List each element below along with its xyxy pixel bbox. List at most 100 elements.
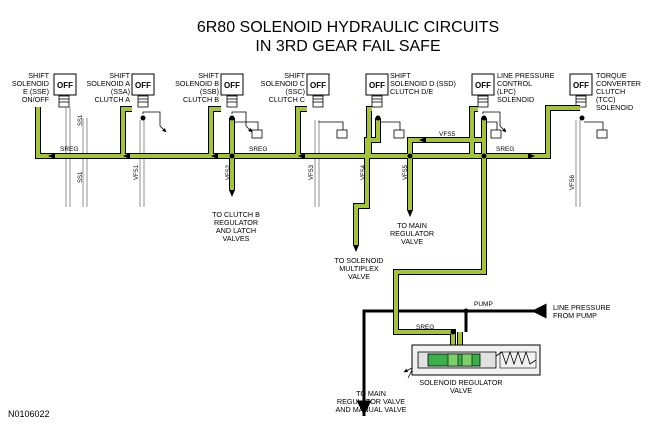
svg-text:TO CLUTCH B: TO CLUTCH B [212, 210, 260, 219]
label-sreg-right: SREG [496, 146, 514, 153]
svg-text:SOLENOID D (SSD): SOLENOID D (SSD) [390, 79, 456, 88]
svg-text:FROM PUMP: FROM PUMP [553, 311, 597, 320]
flow-arrows [48, 115, 585, 335]
solenoid-sse: OFF [53, 73, 77, 108]
horizontal-circuit-labels: SREG SREG SREG VFS5 SREG PUMP [60, 131, 514, 331]
svg-text:VALVE: VALVE [348, 272, 370, 281]
solenoid-regulator-label: SOLENOID REGULATOR VALVE [419, 378, 502, 395]
exhaust-details [142, 111, 608, 139]
label-pump: PUMP [474, 301, 493, 308]
svg-text:REGULATOR: REGULATOR [214, 218, 258, 227]
svg-text:SHIFT: SHIFT [198, 71, 219, 80]
svg-text:(SSB): (SSB) [200, 87, 219, 96]
svg-text:VALVE: VALVE [401, 237, 423, 246]
solenoid-state: OFF [475, 81, 491, 90]
svg-text:SOLENOID B: SOLENOID B [175, 79, 219, 88]
label-vfs5-horizontal: VFS5 [439, 131, 456, 138]
label-ss1-lower: SS1 [78, 171, 84, 183]
solenoid-state: OFF [310, 81, 326, 90]
solenoid-state: OFF [224, 81, 240, 90]
label-ss1-upper: SS1 [78, 114, 84, 126]
svg-text:SOLENOID A: SOLENOID A [86, 79, 130, 88]
solenoid-state: OFF [135, 81, 151, 90]
solenoid-ssb-label: SHIFT SOLENOID B (SSB) CLUTCH B [175, 71, 220, 104]
sreg-outline [35, 105, 580, 345]
vertical-circuit-labels: SS1 SS1 VFS1 VFS2 VFS3 VFS4 VFS5 VFS6 [78, 114, 576, 190]
solenoid-state: OFF [57, 81, 73, 90]
svg-text:(LPC): (LPC) [497, 87, 516, 96]
svg-text:AND LATCH: AND LATCH [216, 226, 256, 235]
solenoid-ssd-label: SHIFT SOLENOID D (SSD) CLUTCH D/E [390, 71, 456, 96]
svg-text:VALVE: VALVE [450, 386, 472, 395]
solenoid-ssa: OFF [131, 73, 155, 108]
svg-text:(SSC): (SSC) [285, 87, 305, 96]
label-sreg-left: SREG [60, 146, 78, 153]
svg-text:SHIFT: SHIFT [28, 71, 49, 80]
svg-text:SOLENOID REGULATOR: SOLENOID REGULATOR [419, 378, 502, 387]
svg-text:REGULATOR VALVE: REGULATOR VALVE [337, 397, 405, 406]
label-sreg-bottom: SREG [416, 324, 434, 331]
solenoid-state: OFF [573, 81, 589, 90]
title-line-2: IN 3RD GEAR FAIL SAFE [255, 38, 440, 55]
svg-text:SHIFT: SHIFT [390, 71, 411, 80]
svg-text:TO MAIN: TO MAIN [397, 221, 427, 230]
solenoid-lpc-label: LINE PRESSURE CONTROL (LPC) SOLENOID [497, 71, 555, 104]
svg-text:E (SSE): E (SSE) [23, 87, 49, 96]
figure-code: N0106022 [8, 409, 50, 419]
solenoid-regulator-valve [403, 344, 541, 379]
svg-text:ON/OFF: ON/OFF [22, 95, 50, 104]
solenoid-ssc: OFF [306, 73, 330, 108]
svg-text:TORQUE: TORQUE [596, 71, 627, 80]
svg-text:TO SOLENOID: TO SOLENOID [335, 256, 384, 265]
solenoid-ssd: OFF [365, 73, 389, 108]
label-vfs6: VFS6 [570, 174, 576, 190]
svg-text:LINE PRESSURE: LINE PRESSURE [553, 303, 611, 312]
svg-text:REGULATOR: REGULATOR [390, 229, 434, 238]
label-vfs3: VFS3 [309, 164, 315, 180]
exhausted-circuit-lines [65, 107, 581, 207]
sreg-circuits [36, 106, 580, 345]
svg-text:MULTIPLEX: MULTIPLEX [339, 264, 379, 273]
svg-text:SOLENOID C: SOLENOID C [261, 79, 305, 88]
dest-solenoid-multiplex: TO SOLENOID MULTIPLEX VALVE [335, 256, 384, 281]
solenoid-ssc-label: SHIFT SOLENOID C (SSC) CLUTCH C [261, 71, 306, 104]
solenoid-lpc: OFF [471, 73, 495, 108]
label-vfs2: VFS2 [226, 164, 232, 180]
svg-text:(SSA): (SSA) [111, 87, 130, 96]
svg-text:CLUTCH A: CLUTCH A [94, 95, 130, 104]
dest-clutch-b: TO CLUTCH B REGULATOR AND LATCH VALVES [212, 210, 260, 243]
svg-text:SOLENOID: SOLENOID [596, 103, 633, 112]
dest-main-regulator: TO MAIN REGULATOR VALVE [390, 221, 434, 246]
label-vfs4: VFS4 [361, 164, 367, 180]
svg-text:CLUTCH B: CLUTCH B [183, 95, 219, 104]
dest-line-pressure: LINE PRESSURE FROM PUMP [553, 303, 611, 320]
dest-main-regulator-manual: TO MAIN REGULATOR VALVE AND MANUAL VALVE [336, 389, 407, 414]
label-vfs5-vertical: VFS5 [403, 164, 409, 180]
svg-text:TO MAIN: TO MAIN [356, 389, 386, 398]
svg-text:CLUTCH C: CLUTCH C [269, 95, 305, 104]
solenoid-ssb: OFF [220, 73, 244, 108]
svg-text:SHIFT: SHIFT [284, 71, 305, 80]
svg-text:CONVERTER: CONVERTER [596, 79, 641, 88]
solenoid-sse-label: SHIFT SOLENOID E (SSE) ON/OFF [12, 71, 50, 104]
svg-text:CLUTCH: CLUTCH [596, 87, 625, 96]
svg-text:CLUTCH D/E: CLUTCH D/E [390, 87, 433, 96]
svg-text:CONTROL: CONTROL [497, 79, 532, 88]
line-pressure-circuits [356, 303, 547, 416]
solenoid-state: OFF [369, 81, 385, 90]
svg-text:SOLENOID: SOLENOID [12, 79, 49, 88]
solenoid-tcc: OFF [569, 73, 593, 108]
title-line-1: 6R80 SOLENOID HYDRAULIC CIRCUITS [197, 19, 499, 36]
svg-text:SOLENOID: SOLENOID [497, 95, 534, 104]
svg-text:VALVES: VALVES [223, 234, 250, 243]
svg-text:SHIFT: SHIFT [109, 71, 130, 80]
svg-text:AND MANUAL VALVE: AND MANUAL VALVE [336, 405, 407, 414]
svg-text:LINE PRESSURE: LINE PRESSURE [497, 71, 555, 80]
solenoid-ssa-label: SHIFT SOLENOID A (SSA) CLUTCH A [86, 71, 130, 104]
label-sreg-mid: SREG [249, 146, 267, 153]
svg-text:(TCC): (TCC) [596, 95, 616, 104]
solenoid-tcc-label: TORQUE CONVERTER CLUTCH (TCC) SOLENOID [596, 71, 641, 112]
label-vfs1: VFS1 [134, 164, 140, 180]
